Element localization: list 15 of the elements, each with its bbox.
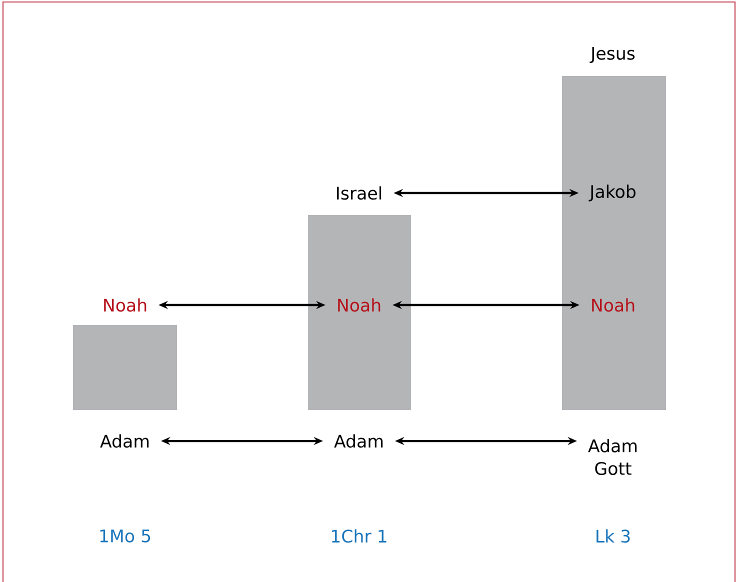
bar xyxy=(73,324,177,410)
name-label: Noah xyxy=(592,298,634,312)
name-label: Adam xyxy=(100,434,149,448)
name-label: Noah xyxy=(338,298,380,312)
name-label: Jesus xyxy=(590,46,635,64)
name-label: Noah xyxy=(104,298,146,312)
name-label: Adam Gott xyxy=(588,438,637,476)
source-reference: Lk 3 xyxy=(596,529,630,543)
name-label: Jakob xyxy=(588,184,636,202)
bar xyxy=(308,215,411,410)
name-label: Adam xyxy=(334,434,383,448)
source-reference: 1Mo 5 xyxy=(100,530,150,542)
bar xyxy=(562,76,666,410)
source-reference: 1Chr 1 xyxy=(332,529,386,543)
name-label: Israel xyxy=(337,186,382,200)
